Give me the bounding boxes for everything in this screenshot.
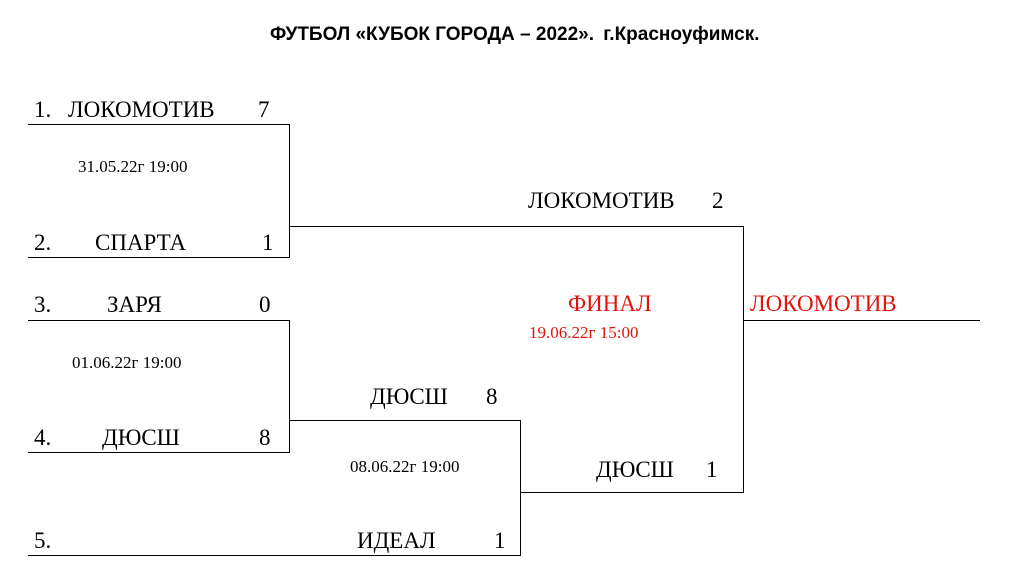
sf-bottom-score: 1 <box>706 457 718 482</box>
connector-final <box>743 226 744 493</box>
seed-2: 2. <box>34 230 52 255</box>
team-3-name: ЗАРЯ <box>107 292 162 317</box>
line-sf-bottom <box>520 492 744 493</box>
sf-mid-score: 8 <box>486 384 498 409</box>
seed-1: 1. <box>34 97 52 122</box>
team-5-score: 1 <box>494 528 506 553</box>
page-title: ФУТБОЛ «КУБОК ГОРОДА – 2022». г.Красноуф… <box>270 25 760 44</box>
seed-3: 3. <box>34 292 52 317</box>
seed-4: 4. <box>34 425 52 450</box>
seed-5: 5. <box>34 528 52 553</box>
connector-m1 <box>289 124 290 258</box>
sf-mid-team: ДЮСШ <box>370 384 448 409</box>
line-team5 <box>28 555 521 556</box>
team-1-name: ЛОКОМОТИВ <box>68 97 215 122</box>
line-team2 <box>28 257 290 258</box>
line-team3 <box>28 320 290 321</box>
final-label: ФИНАЛ <box>568 291 652 316</box>
tournament-title: ФУТБОЛ «КУБОК ГОРОДА – 2022». <box>270 24 595 45</box>
team-2-score: 1 <box>262 230 274 255</box>
team-1-score: 7 <box>258 97 270 122</box>
team-5-name: ИДЕАЛ <box>357 528 436 553</box>
team-2-name: СПАРТА <box>95 230 187 255</box>
team-4-score: 8 <box>259 425 271 450</box>
line-sf-mid <box>289 420 521 421</box>
sf-top-score: 2 <box>712 188 724 213</box>
connector-m2 <box>289 320 290 453</box>
match-2-date: 01.06.22г 19:00 <box>72 353 182 372</box>
team-4-name: ДЮСШ <box>102 425 180 450</box>
line-team4 <box>28 452 290 453</box>
final-date: 19.06.22г 15:00 <box>529 323 639 342</box>
sf-top-team: ЛОКОМОТИВ <box>528 188 675 213</box>
tournament-city: г.Красноуфимск. <box>603 24 760 45</box>
team-3-score: 0 <box>259 292 271 317</box>
match-3-date: 08.06.22г 19:00 <box>350 457 460 476</box>
line-winner <box>743 320 980 321</box>
champion-name: ЛОКОМОТИВ <box>750 291 897 316</box>
connector-m3 <box>520 420 521 556</box>
match-1-date: 31.05.22г 19:00 <box>78 157 188 176</box>
sf-bottom-team: ДЮСШ <box>596 457 674 482</box>
line-sf-top <box>289 226 744 227</box>
line-team1 <box>28 124 290 125</box>
